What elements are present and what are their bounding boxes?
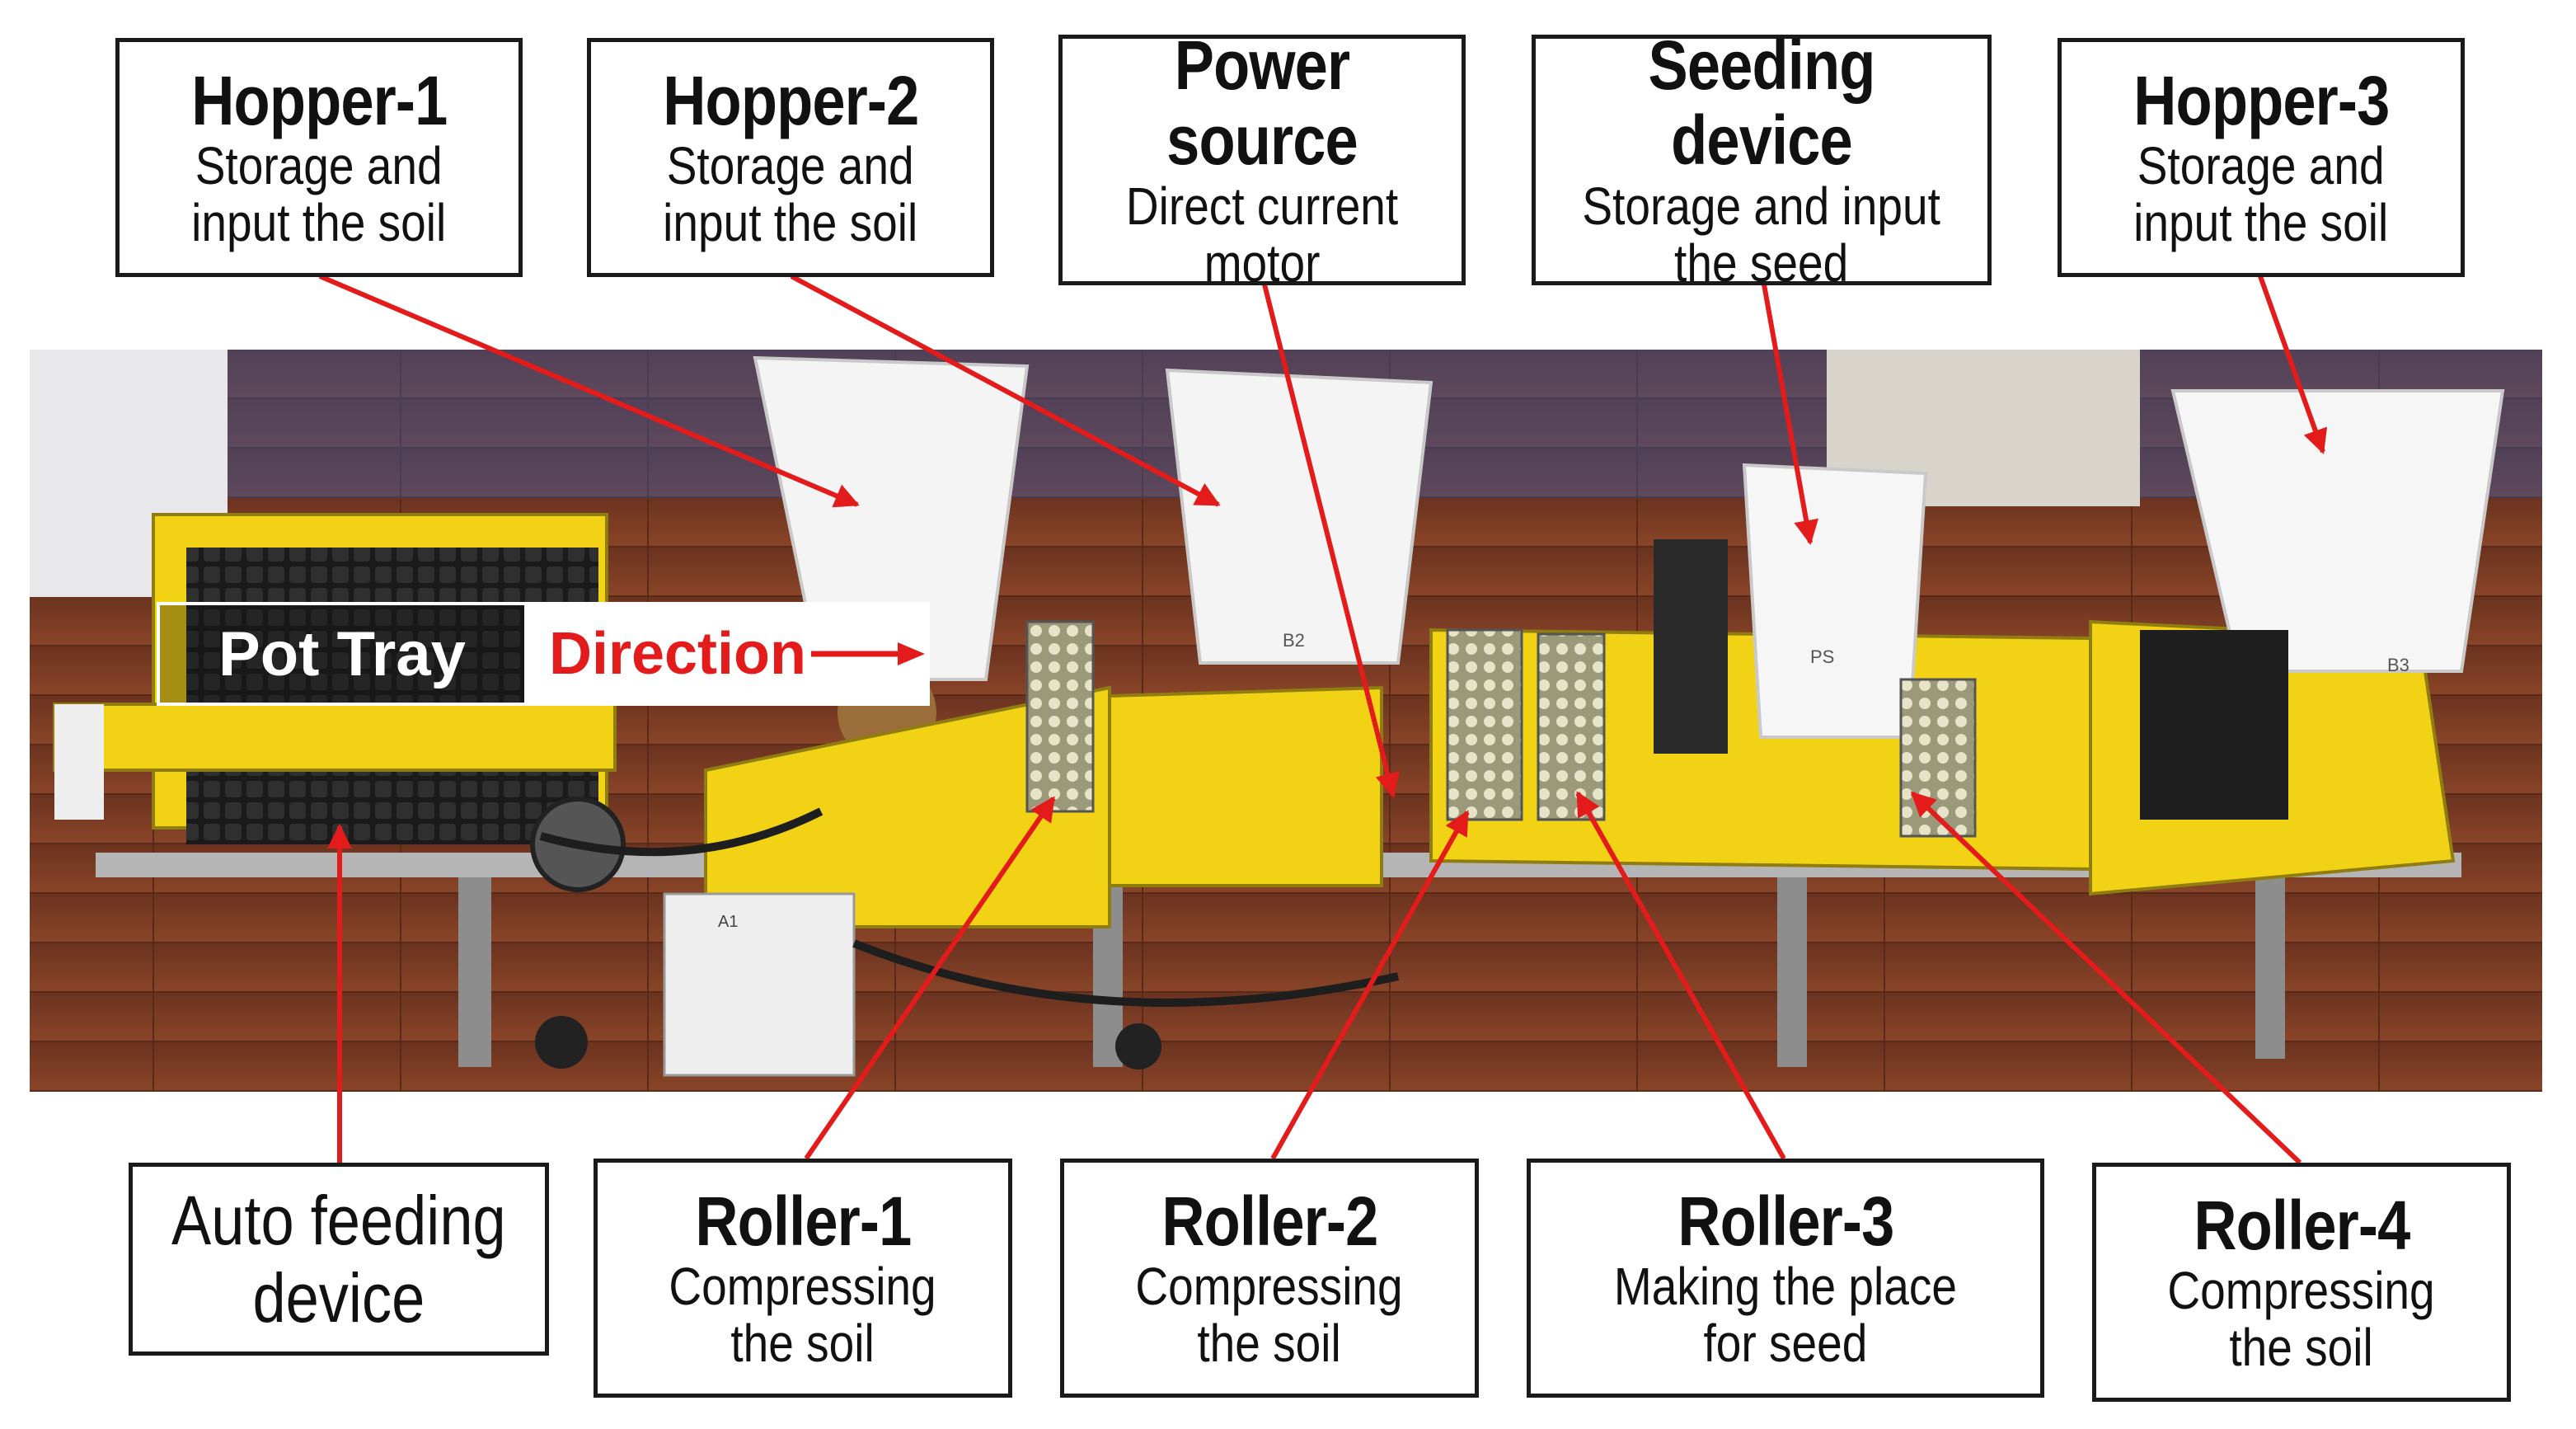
label-title: Seeding device bbox=[1648, 26, 1876, 179]
label-description: Compressing the soil bbox=[2167, 1261, 2436, 1378]
label-hopper-2: Hopper-2 Storage and input the soil bbox=[587, 38, 994, 277]
label-roller-2: Roller-2 Compressing the soil bbox=[1060, 1159, 1479, 1398]
direction-indicator: Direction bbox=[527, 605, 927, 703]
direction-arrow-icon bbox=[811, 642, 925, 665]
label-seeding-device: Seeding device Storage and input the see… bbox=[1532, 28, 1992, 291]
hopper-mark-b2: B2 bbox=[1283, 630, 1305, 651]
label-title: Hopper-3 bbox=[2133, 61, 2390, 139]
seeding-machine-photo: A1 B2 PS B3 bbox=[30, 350, 2542, 1092]
direction-label: Direction bbox=[548, 621, 806, 687]
pot-tray-label: Pot Tray bbox=[160, 605, 528, 703]
label-description: Direct current motor bbox=[1125, 176, 1399, 293]
label-description: Storage and input the soil bbox=[2133, 136, 2389, 253]
label-description: Storage and input the soil bbox=[191, 136, 447, 253]
label-title: Hopper-2 bbox=[662, 61, 919, 139]
seeder-mark-ps: PS bbox=[1810, 646, 1834, 667]
label-title: Power source bbox=[1166, 26, 1358, 179]
pot-tray-overlay: Pot Tray Direction bbox=[157, 602, 930, 706]
label-description: Storage and input the seed bbox=[1582, 176, 1941, 293]
label-text: Auto feeding device bbox=[171, 1181, 506, 1337]
label-roller-4: Roller-4 Compressing the soil bbox=[2092, 1163, 2511, 1402]
label-title: Roller-4 bbox=[2193, 1186, 2410, 1264]
label-roller-3: Roller-3 Making the place for seed bbox=[1527, 1159, 2044, 1398]
label-description: Compressing the soil bbox=[669, 1257, 937, 1374]
label-description: Compressing the soil bbox=[1135, 1257, 1404, 1374]
label-title: Roller-3 bbox=[1677, 1182, 1894, 1260]
label-hopper-1: Hopper-1 Storage and input the soil bbox=[115, 38, 523, 277]
label-auto-feeding-device: Auto feeding device bbox=[129, 1163, 549, 1356]
label-power-source: Power source Direct current motor bbox=[1058, 28, 1466, 291]
label-title: Roller-1 bbox=[694, 1182, 912, 1260]
label-description: Storage and input the soil bbox=[663, 136, 918, 253]
hopper-mark-b3: B3 bbox=[2387, 655, 2409, 675]
label-roller-1: Roller-1 Compressing the soil bbox=[594, 1159, 1012, 1398]
label-title: Hopper-1 bbox=[190, 61, 448, 139]
label-description: Making the place for seed bbox=[1613, 1257, 1958, 1374]
hopper-mark-a1: A1 bbox=[718, 913, 738, 931]
label-hopper-3: Hopper-3 Storage and input the soil bbox=[2058, 38, 2465, 277]
label-title: Roller-2 bbox=[1161, 1182, 1378, 1260]
